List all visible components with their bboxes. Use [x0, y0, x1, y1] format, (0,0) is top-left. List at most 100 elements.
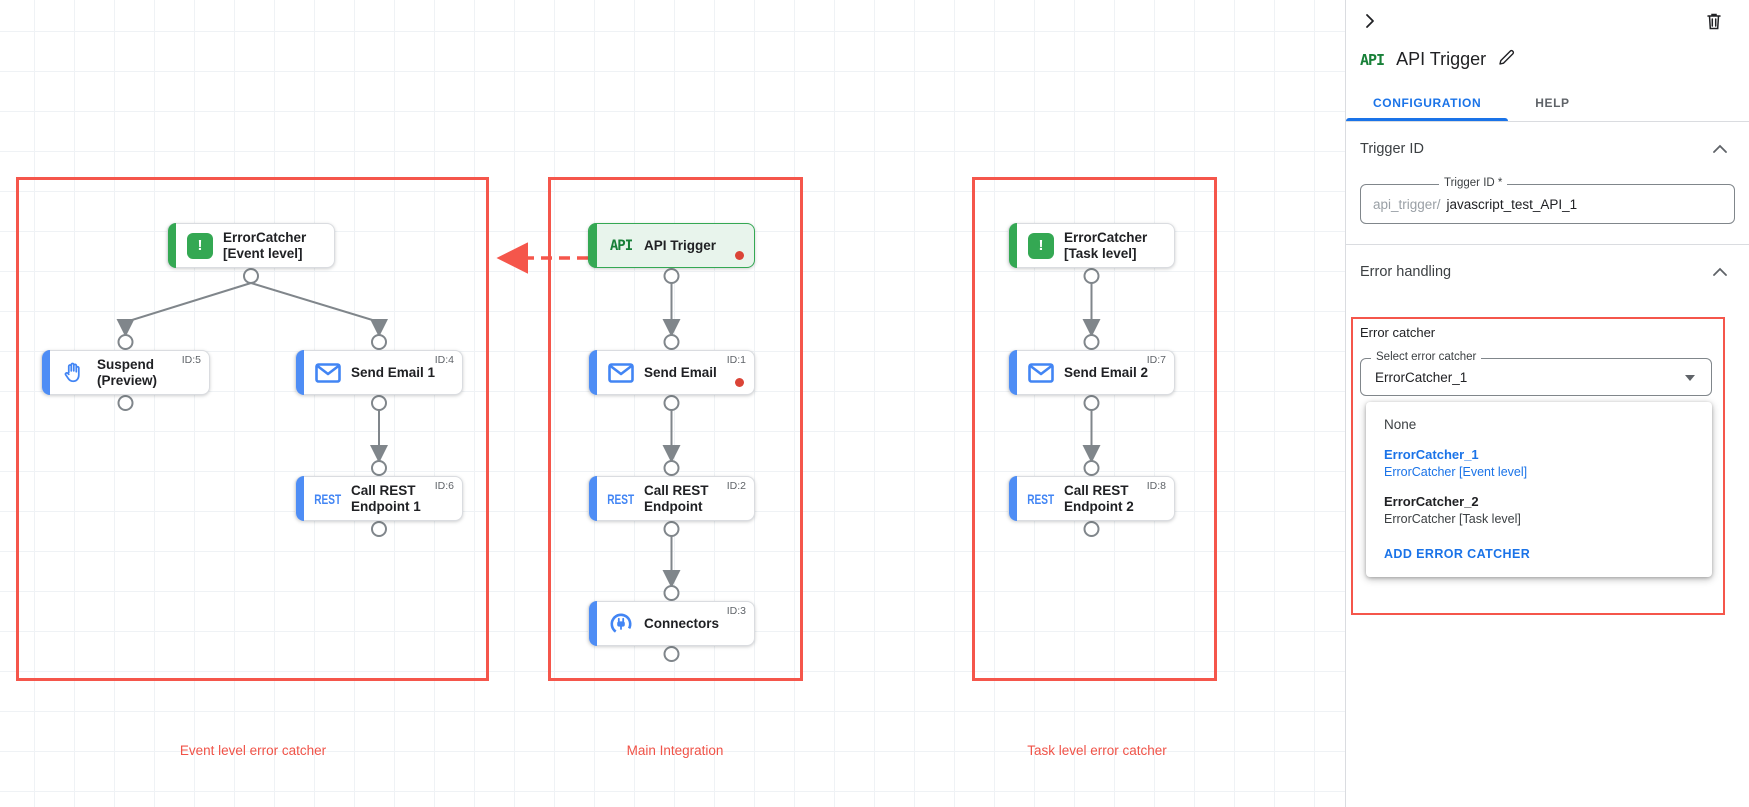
group-label-main: Main Integration — [626, 743, 724, 758]
connection-point[interactable] — [663, 460, 680, 476]
chevron-down-icon — [1685, 375, 1695, 381]
section-title-error-handling: Error handling — [1360, 264, 1452, 280]
integration-canvas[interactable]: Event level error catcher Main Integratio… — [0, 0, 1345, 807]
connection-point[interactable] — [663, 395, 680, 411]
email-icon — [608, 362, 634, 383]
node-id-label: ID:1 — [726, 354, 746, 366]
connection-point[interactable] — [663, 268, 680, 284]
group-box-main — [548, 177, 803, 681]
connection-point[interactable] — [117, 334, 134, 350]
error-catcher-dropdown: None ErrorCatcher_1 ErrorCatcher [Event … — [1366, 402, 1712, 577]
connection-point[interactable] — [1083, 460, 1100, 476]
connection-point[interactable] — [243, 268, 259, 284]
group-label-event: Event level error catcher — [179, 743, 327, 758]
node-id-label: ID:6 — [434, 480, 454, 492]
tab-configuration[interactable]: CONFIGURATION — [1346, 85, 1509, 121]
email-icon — [315, 362, 341, 383]
node-id-label: ID:5 — [181, 354, 201, 366]
node-label: Send Email 2 — [1064, 364, 1149, 380]
node-id-label: ID:8 — [1146, 480, 1166, 492]
select-value: ErrorCatcher_1 — [1375, 369, 1468, 385]
connection-point[interactable] — [663, 585, 680, 601]
add-error-catcher-button[interactable]: ADD ERROR CATCHER — [1384, 547, 1531, 561]
node-label: Send Email 1 — [351, 364, 436, 380]
node-label: Connectors — [644, 615, 720, 631]
rest-icon: REST — [607, 490, 635, 507]
accent-bar — [42, 350, 50, 395]
edge-connector — [250, 282, 388, 337]
rest-icon: REST — [314, 490, 342, 507]
connection-point[interactable] — [371, 460, 387, 476]
node-suspend[interactable]: Suspend(Preview)ID:5 — [41, 350, 210, 395]
delete-trigger-icon[interactable] — [1705, 11, 1723, 36]
group-label-task: Task level error catcher — [1027, 743, 1167, 758]
node-label: API Trigger — [644, 237, 717, 253]
connection-point[interactable] — [1083, 334, 1100, 350]
accent-bar — [589, 223, 597, 268]
group-box-event — [16, 177, 489, 681]
api-trigger-icon: API — [1360, 50, 1385, 69]
option-errorcatcher-1[interactable]: ErrorCatcher_1 ErrorCatcher [Event level… — [1384, 447, 1712, 479]
error-catcher-select[interactable]: Select error catcher ErrorCatcher_1 — [1360, 351, 1712, 396]
email-icon — [1028, 362, 1054, 383]
collapse-section-icon[interactable] — [1713, 140, 1727, 158]
accent-bar — [589, 350, 597, 395]
hand-icon — [64, 362, 80, 382]
error-catcher-icon: ! — [187, 232, 213, 259]
option-none[interactable]: None — [1384, 417, 1417, 432]
accent-bar — [296, 476, 304, 521]
accent-bar — [589, 601, 597, 646]
group-box-task — [972, 177, 1217, 681]
connection-point[interactable] — [371, 395, 387, 411]
collapse-section-icon[interactable] — [1713, 263, 1727, 281]
collapse-panel-icon[interactable] — [1360, 11, 1380, 36]
node-ec_task[interactable]: !ErrorCatcher[Task level] — [1008, 223, 1175, 268]
edit-pencil-icon[interactable] — [1498, 48, 1516, 71]
connection-point[interactable] — [371, 334, 387, 350]
connection-point[interactable] — [663, 521, 680, 537]
connection-point[interactable] — [1083, 268, 1100, 284]
panel-title: API Trigger — [1396, 49, 1487, 69]
edit-indicator-dot — [735, 378, 744, 387]
option-subtitle: ErrorCatcher [Task level] — [1384, 512, 1521, 526]
connection-point[interactable] — [371, 521, 387, 537]
connection-point[interactable] — [117, 395, 134, 411]
connection-point[interactable] — [1083, 521, 1100, 537]
error-catcher-label: Error catcher — [1360, 325, 1436, 340]
tab-help[interactable]: HELP — [1535, 96, 1570, 110]
node-ec_event[interactable]: ! ErrorCatcher[Event level] — [167, 223, 335, 268]
edge-connector — [116, 282, 252, 337]
accent-bar — [589, 476, 597, 521]
trigger-id-field[interactable]: Trigger ID * api_trigger/ javascript_tes… — [1360, 177, 1735, 224]
accent-bar — [1009, 223, 1017, 268]
accent-bar — [1009, 476, 1017, 521]
connection-point[interactable] — [663, 646, 680, 662]
node-label: ErrorCatcher[Task level] — [1064, 229, 1148, 261]
select-label: Select error catcher — [1371, 351, 1482, 363]
connector-icon — [610, 613, 632, 634]
node-label: ErrorCatcher[Event level] — [223, 229, 307, 261]
node-id-label: ID:4 — [434, 354, 454, 366]
config-panel: API API Trigger CONFIGURATION HELP Trigg… — [1345, 0, 1749, 807]
rest-icon: REST — [1027, 490, 1055, 507]
trigger-id-value: javascript_test_API_1 — [1446, 196, 1578, 212]
error-catcher-highlight-box — [1351, 317, 1725, 615]
connection-point[interactable] — [663, 334, 680, 350]
option-errorcatcher-2[interactable]: ErrorCatcher_2 ErrorCatcher [Task level] — [1384, 494, 1712, 526]
panel-tabs: CONFIGURATION HELP — [1346, 85, 1749, 122]
option-title: ErrorCatcher_1 — [1384, 447, 1479, 462]
accent-bar — [296, 350, 304, 395]
node-id-label: ID:7 — [1146, 354, 1166, 366]
edit-indicator-dot — [735, 251, 744, 260]
connection-point[interactable] — [1083, 395, 1100, 411]
